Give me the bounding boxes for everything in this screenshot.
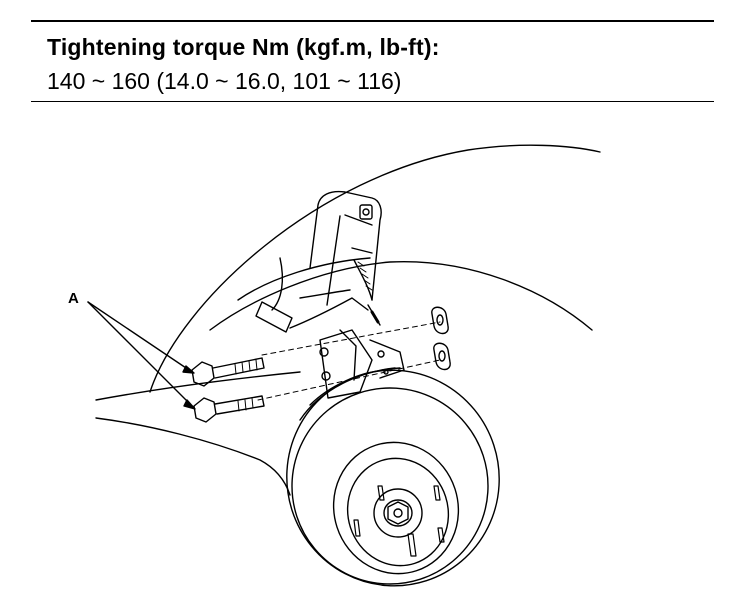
torque-spec-box: Tightening torque Nm (kgf.m, lb-ft): 140… (31, 20, 714, 102)
brake-hose (255, 257, 381, 333)
nut-lower (433, 342, 451, 371)
torque-spec-value: 140 ~ 160 (14.0 ~ 16.0, 101 ~ 116) (47, 68, 402, 94)
bolt-lower (193, 395, 265, 423)
strut-assembly (309, 190, 382, 306)
alignment-lines (257, 321, 441, 401)
bolt-upper (191, 357, 265, 387)
hub-assembly (353, 485, 445, 557)
callout-label-a: A (68, 290, 79, 307)
torque-spec-title: Tightening torque Nm (kgf.m, lb-ft): (47, 34, 440, 60)
wheel-arch-outline (95, 144, 601, 496)
callout-leaders (87, 301, 196, 410)
brake-disc (286, 367, 500, 587)
nut-upper (431, 306, 449, 335)
